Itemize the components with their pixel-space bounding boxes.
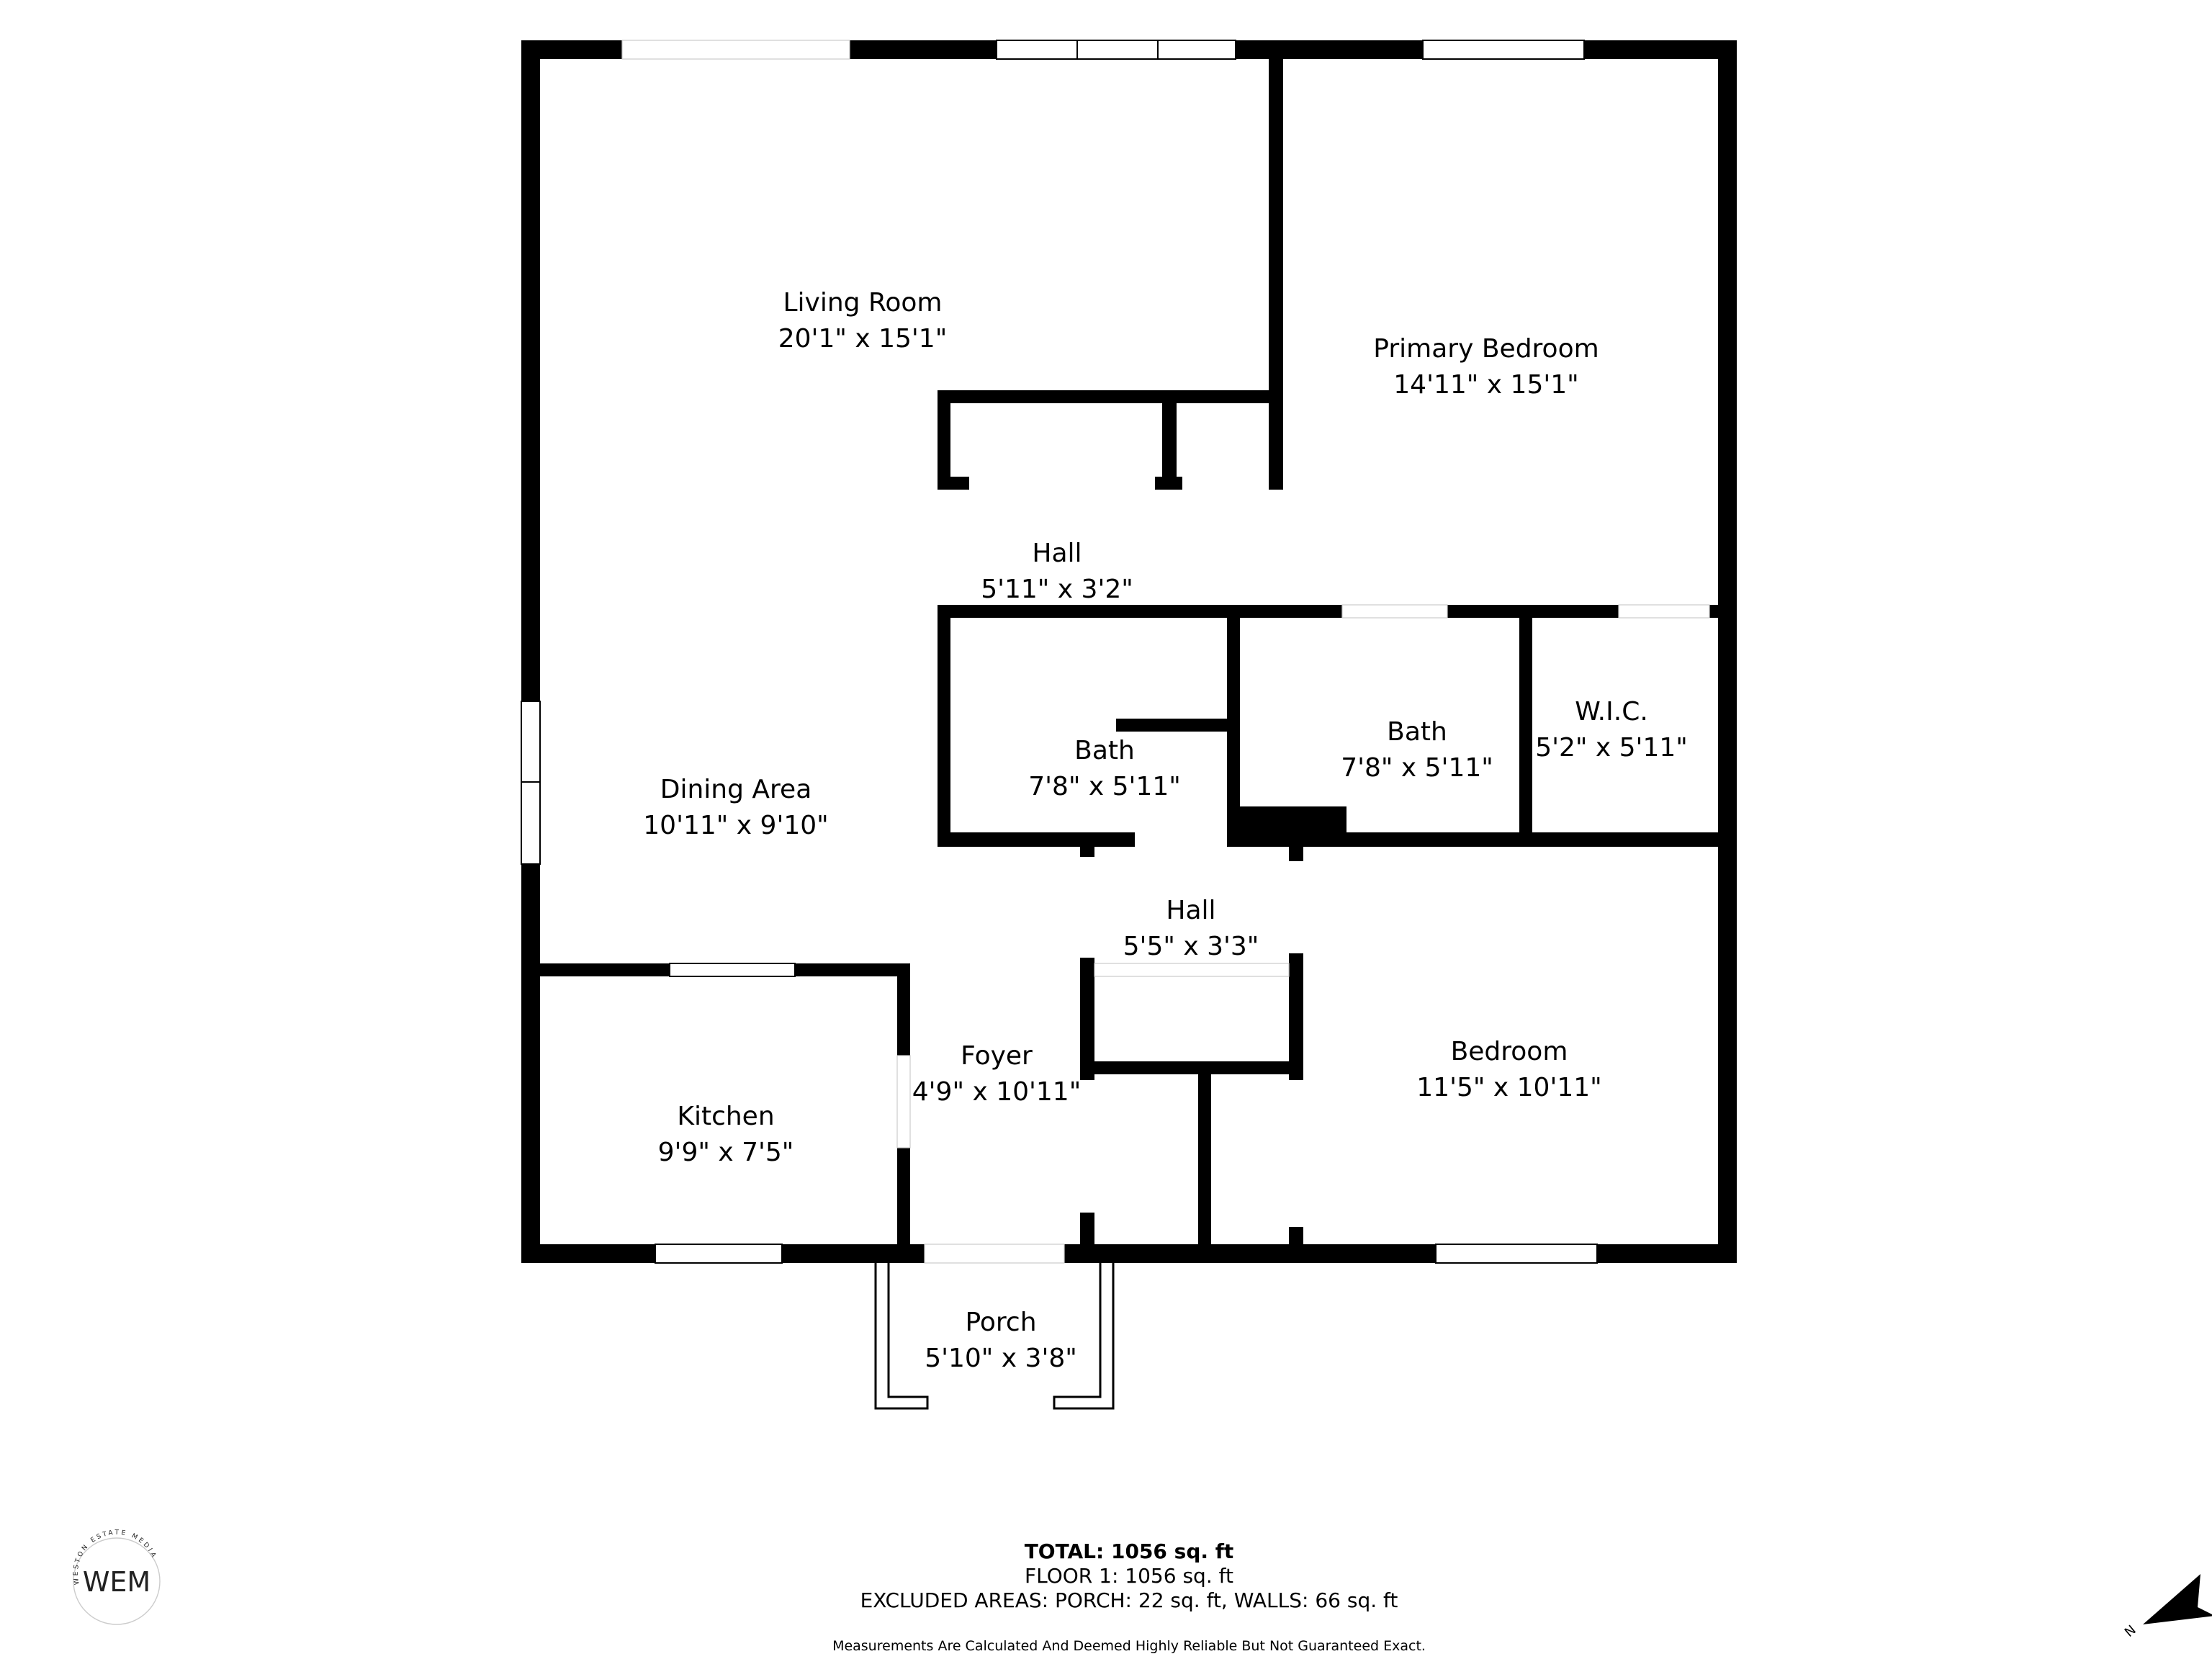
floor1-area: FLOOR 1: 1056 sq. ft	[1025, 1564, 1233, 1588]
foyer-dims: 4'9" x 10'11"	[912, 1077, 1082, 1107]
foyer-name: Foyer	[961, 1041, 1033, 1071]
porch-name: Porch	[965, 1308, 1036, 1337]
bath2-dims: 7'8" x 5'11"	[1341, 753, 1493, 783]
north-arrow-icon: N	[2122, 1574, 2212, 1640]
hall2-name: Hall	[1166, 896, 1215, 925]
dining-name: Dining Area	[660, 775, 812, 804]
porch-outline	[874, 1263, 1115, 1410]
hall1-dims: 5'11" x 3'2"	[981, 575, 1133, 604]
wic-name: W.I.C.	[1575, 697, 1648, 727]
dining-dims: 10'11" x 9'10"	[643, 811, 828, 840]
bath1-name: Bath	[1074, 736, 1135, 765]
area-summary: TOTAL: 1056 sq. ft FLOOR 1: 1056 sq. ft …	[832, 1539, 1426, 1654]
living-room-dims: 20'1" x 15'1"	[778, 324, 948, 354]
kitchen-dims: 9'9" x 7'5"	[658, 1138, 794, 1167]
excluded-areas: EXCLUDED AREAS: PORCH: 22 sq. ft, WALLS:…	[860, 1588, 1398, 1612]
total-area: TOTAL: 1056 sq. ft	[1025, 1539, 1234, 1563]
openings	[521, 40, 1710, 1264]
bedroom-dims: 11'5" x 10'11"	[1416, 1073, 1601, 1102]
bedroom-name: Bedroom	[1451, 1037, 1568, 1066]
company-logo: WESTON ESTATE MEDIA WEM	[73, 1529, 161, 1625]
logo-initials: WEM	[83, 1566, 150, 1598]
bath2-name: Bath	[1387, 717, 1447, 747]
disclaimer: Measurements Are Calculated And Deemed H…	[832, 1638, 1426, 1654]
compass-label: N	[2122, 1622, 2139, 1640]
room-labels: Living Room 20'1" x 15'1" Primary Bedroo…	[643, 288, 1688, 1373]
kitchen-name: Kitchen	[677, 1102, 774, 1131]
living-room-name: Living Room	[783, 288, 943, 318]
porch-dims: 5'10" x 3'8"	[925, 1344, 1077, 1373]
hall2-dims: 5'5" x 3'3"	[1123, 932, 1259, 961]
primary-bedroom-dims: 14'11" x 15'1"	[1393, 370, 1578, 400]
primary-bedroom-name: Primary Bedroom	[1373, 334, 1599, 364]
wic-dims: 5'2" x 5'11"	[1535, 733, 1688, 763]
hall1-name: Hall	[1032, 539, 1082, 568]
bath1-dims: 7'8" x 5'11"	[1028, 772, 1181, 801]
